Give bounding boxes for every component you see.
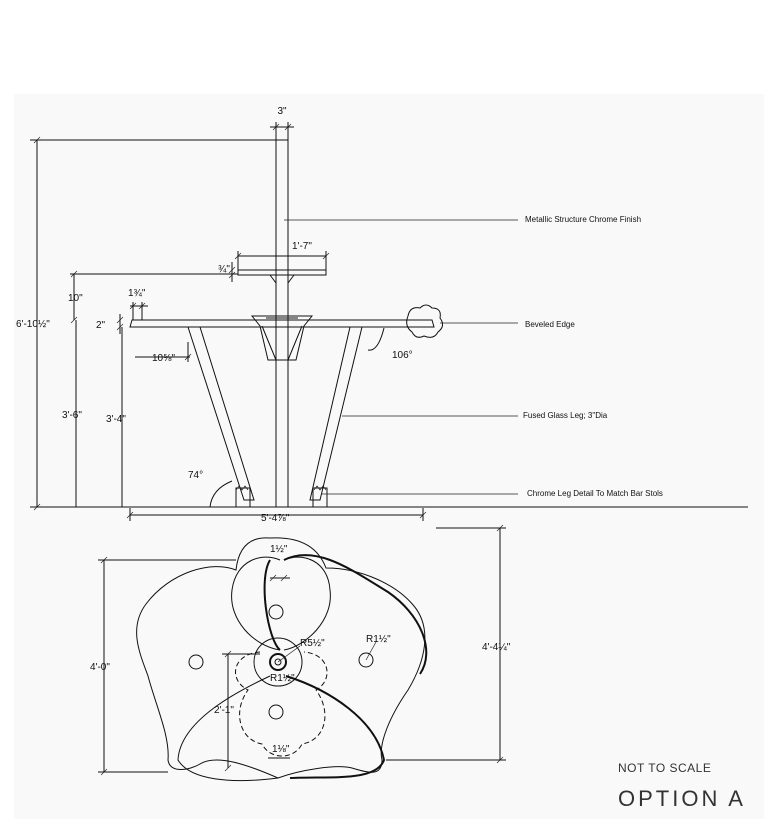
elevation-view: 3" 6'-10½" 1'-7" ¾" 10" 1¾" 2" (16, 106, 748, 524)
dim-overall-height: 6'-10½" (16, 319, 50, 330)
background-panel (14, 94, 764, 819)
bevel-callout-cloud (406, 304, 444, 338)
dim-base-span: 5'-4⅞" (261, 513, 290, 524)
dim-plan-hub-radius: R1½" (270, 673, 295, 684)
plan-dashed-outline (235, 651, 328, 757)
note-structure: Metallic Structure Chrome Finish (525, 215, 641, 224)
note-chrome-leg: Chrome Leg Detail To Match Bar Stols (527, 489, 663, 498)
dim-plan-leg-radius: R1½" (366, 634, 391, 645)
dim-overhang: 10⅝" (152, 353, 175, 364)
plan-view: 4'-0" 4'-4¼" 2'-1" 1½" 1⅛" R5½" R1½" R1½… (90, 524, 511, 782)
scale-note: NOT TO SCALE (618, 761, 711, 775)
leg-right (309, 326, 363, 501)
upper-tier (237, 269, 327, 276)
dim-plan-depth: 4'-0" (90, 662, 110, 673)
dim-plan-tip: 1½" (270, 544, 288, 555)
hub-bracket (250, 315, 314, 361)
dim-angle-base: 74° (188, 470, 203, 481)
dim-plan-center-radius: R5½" (300, 638, 325, 649)
dim-gap-10: 10" (68, 293, 83, 304)
dim-plan-width: 4'-4¼" (482, 641, 511, 653)
dim-counter-height: 3'-6" (62, 410, 82, 421)
dim-upper-tier-width: 1'-7" (292, 241, 312, 252)
dim-angle-top: 106° (392, 350, 413, 361)
dim-offset: 1¾" (128, 288, 146, 299)
note-leg: Fused Glass Leg; 3"Dia (523, 411, 608, 420)
dim-plan-gap: 1⅛" (272, 744, 290, 755)
dim-plan-inner-depth: 2'-1" (214, 705, 234, 716)
option-title: OPTION A (618, 786, 746, 811)
plan-leg-circle (268, 604, 284, 620)
table-top (129, 319, 435, 328)
leg-left (187, 326, 255, 501)
dim-tier-thickness: ¾" (218, 264, 230, 275)
dim-stem-width: 3" (277, 106, 287, 117)
plan-center-hub (253, 637, 303, 687)
dim-leg-height: 3'-4" (106, 414, 126, 425)
note-edge: Beveled Edge (525, 320, 575, 329)
dim-top-thickness: 2" (96, 320, 106, 331)
